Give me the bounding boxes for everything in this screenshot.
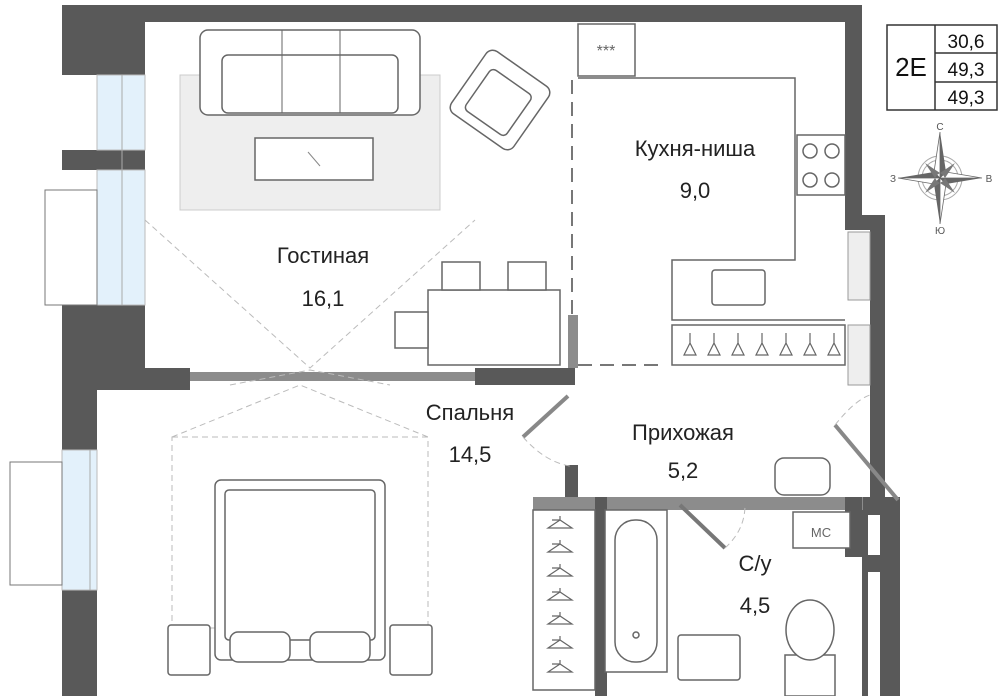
- compass-north: С: [936, 122, 943, 133]
- room-labels: Гостиная 16,1 Кухня-ниша 9,0 Спальня 14,…: [277, 136, 772, 618]
- windows: [9, 74, 871, 591]
- room-area-living: 16,1: [302, 286, 345, 311]
- room-name-hallway: Прихожая: [632, 420, 734, 445]
- hanger-icon: [546, 564, 574, 577]
- hanger-icon: [779, 333, 793, 356]
- compass-west: З: [890, 174, 896, 185]
- hanger-icon: [827, 333, 841, 356]
- hanger-icon: [546, 540, 574, 553]
- apartment-info-box: 2E 30,6 49,3 49,3: [886, 24, 998, 111]
- room-area-bathroom: 4,5: [740, 593, 771, 618]
- hanger-icon: [546, 516, 574, 529]
- room-name-bedroom: Спальня: [426, 400, 514, 425]
- room-name-kitchen: Кухня-ниша: [635, 136, 756, 161]
- room-area-bedroom: 14,5: [449, 442, 492, 467]
- compass-south: Ю: [935, 226, 945, 237]
- hanger-icon: [546, 636, 574, 649]
- area-3: 49,3: [948, 88, 985, 109]
- hanger-icon: [546, 612, 574, 625]
- living-furniture: [144, 29, 561, 386]
- room-area-kitchen: 9,0: [680, 178, 711, 203]
- hanger-icon: [803, 333, 817, 356]
- apartment-type: 2E: [895, 52, 927, 82]
- bedroom-furniture: [167, 384, 596, 691]
- hanger-icon: [707, 333, 721, 356]
- hanger-icon: [683, 333, 697, 356]
- compass-east: В: [986, 174, 993, 185]
- area-2: 49,3: [948, 60, 985, 81]
- room-name-living: Гостиная: [277, 243, 369, 268]
- hanger-icon: [731, 333, 745, 356]
- hanger-icon: [755, 333, 769, 356]
- hanger-icon: [546, 588, 574, 601]
- room-area-hallway: 5,2: [668, 458, 699, 483]
- area-1: 30,6: [948, 32, 985, 53]
- wardrobe-hangers: [546, 333, 841, 673]
- compass-rose-icon: С Ю З В: [890, 122, 993, 237]
- hanger-icon: [546, 660, 574, 673]
- washer-label: МС: [811, 525, 831, 540]
- room-name-bathroom: С/у: [739, 551, 772, 576]
- stove-mark: ***: [597, 43, 616, 60]
- kitchen-furniture: ***: [577, 23, 846, 366]
- bathroom-fixtures: МС: [604, 457, 851, 696]
